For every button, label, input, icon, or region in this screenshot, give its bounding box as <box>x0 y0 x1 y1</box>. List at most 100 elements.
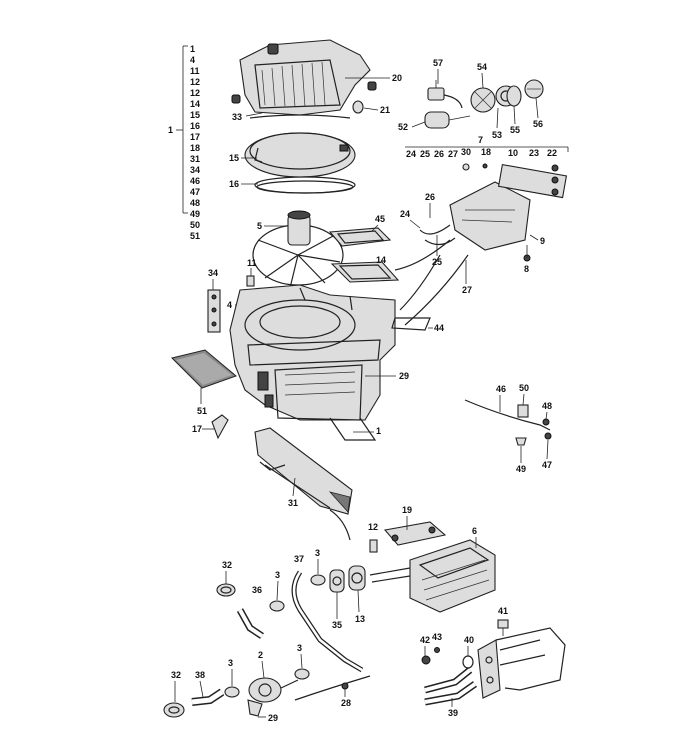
group-item: 1 <box>190 44 195 54</box>
callout-37: 37 <box>294 554 304 564</box>
callout-40: 40 <box>464 635 474 645</box>
callout-51: 51 <box>197 406 207 416</box>
callout-14: 14 <box>376 255 386 265</box>
group-item: 31 <box>190 154 200 164</box>
callout-8: 8 <box>524 264 529 274</box>
clamp-3a-part <box>310 574 326 586</box>
callout-32b: 32 <box>171 670 181 680</box>
nut-43-part <box>434 647 440 653</box>
callout-41: 41 <box>498 606 508 616</box>
clamp-3d-part <box>294 668 310 680</box>
callout-36: 36 <box>252 585 262 595</box>
callout-13: 13 <box>355 614 365 624</box>
callout-34: 34 <box>208 268 218 278</box>
callout-29b: 29 <box>268 713 278 723</box>
group-item: 50 <box>190 220 200 230</box>
callout-3a: 3 <box>315 548 320 558</box>
clamp-3b-part <box>269 600 285 612</box>
cover-31-part <box>254 427 353 541</box>
callout-52: 52 <box>398 122 408 132</box>
callout-43: 43 <box>432 632 442 642</box>
heater-housing-part <box>229 284 396 441</box>
callout-27: 27 <box>462 285 472 295</box>
clamp-32a-part <box>216 583 236 597</box>
row-7-item: 26 <box>434 149 444 159</box>
row-7-item: 23 <box>529 148 539 158</box>
callout-42: 42 <box>420 635 430 645</box>
callout-39: 39 <box>448 708 458 718</box>
pipe-39-part <box>424 627 566 706</box>
pump-2-part <box>247 677 299 717</box>
callout-2: 2 <box>258 650 263 660</box>
callout-47: 47 <box>542 460 552 470</box>
fan-part <box>252 210 344 289</box>
group-parent-label: 1 <box>168 125 173 135</box>
callout-32a: 32 <box>222 560 232 570</box>
hose-bracket-19-part <box>383 521 447 546</box>
row-7-item: 30 <box>461 147 471 157</box>
grommet-35-part <box>329 569 345 593</box>
group-item: 15 <box>190 110 200 120</box>
group-item: 46 <box>190 176 200 186</box>
clip-17-part <box>211 414 229 440</box>
group-item: 18 <box>190 143 200 153</box>
gasket-45-part <box>328 227 392 247</box>
group-item: 51 <box>190 231 200 241</box>
blower-motor-part <box>424 79 544 129</box>
gasket-14-part <box>330 261 400 283</box>
group-item: 17 <box>190 132 200 142</box>
hose-38-part <box>191 688 225 706</box>
callout-44: 44 <box>434 323 444 333</box>
row-7-header: 7 <box>478 135 483 145</box>
callout-9: 9 <box>540 236 545 246</box>
cable-46-part <box>464 399 552 446</box>
blower-cover-part <box>231 39 377 116</box>
callout-26: 26 <box>425 192 435 202</box>
callout-25: 25 <box>432 257 442 267</box>
row-7-item: 24 <box>406 149 416 159</box>
callout-38: 38 <box>195 670 205 680</box>
callout-12: 12 <box>368 522 378 532</box>
callout-53: 53 <box>492 130 502 140</box>
callout-17: 17 <box>192 424 202 434</box>
clip-11-part <box>246 275 255 287</box>
group-list: 1 1 4 11 12 12 14 15 16 17 18 31 34 46 4… <box>168 44 200 241</box>
callout-4: 4 <box>227 300 232 310</box>
group-item: 48 <box>190 198 200 208</box>
callout-21: 21 <box>380 105 390 115</box>
hose-37-part <box>291 570 364 673</box>
callout-28: 28 <box>341 698 351 708</box>
hose-36-part <box>236 608 264 639</box>
callout-29: 29 <box>399 371 409 381</box>
bracket-34-part <box>207 289 221 333</box>
callout-3d: 3 <box>297 643 302 653</box>
callout-3b: 3 <box>275 570 280 580</box>
group-item: 12 <box>190 77 200 87</box>
callout-56: 56 <box>533 119 543 129</box>
group-item: 16 <box>190 121 200 131</box>
bolt-41-part <box>497 619 509 636</box>
row-7-group: 7 24 25 26 27 30 18 10 23 22 <box>405 135 569 159</box>
group-item: 49 <box>190 209 200 219</box>
callout-35: 35 <box>332 620 342 630</box>
grommet-13-part <box>348 565 366 591</box>
row-7-item: 18 <box>481 147 491 157</box>
group-item: 11 <box>190 66 200 76</box>
callout-31: 31 <box>288 498 298 508</box>
group-item: 14 <box>190 99 200 109</box>
row-7-item: 10 <box>508 148 518 158</box>
callout-55: 55 <box>510 125 520 135</box>
callout-3c: 3 <box>228 658 233 668</box>
callout-1: 1 <box>376 426 381 436</box>
cable-28-part <box>294 675 371 701</box>
callout-49: 49 <box>516 464 526 474</box>
clamp-32b-part <box>163 702 185 718</box>
callout-5: 5 <box>257 221 262 231</box>
flap-44-part <box>391 317 431 331</box>
group-item: 4 <box>190 55 195 65</box>
callout-24: 24 <box>400 209 410 219</box>
callout-33: 33 <box>232 112 242 122</box>
nut-42-part <box>421 655 431 665</box>
callout-48: 48 <box>542 401 552 411</box>
